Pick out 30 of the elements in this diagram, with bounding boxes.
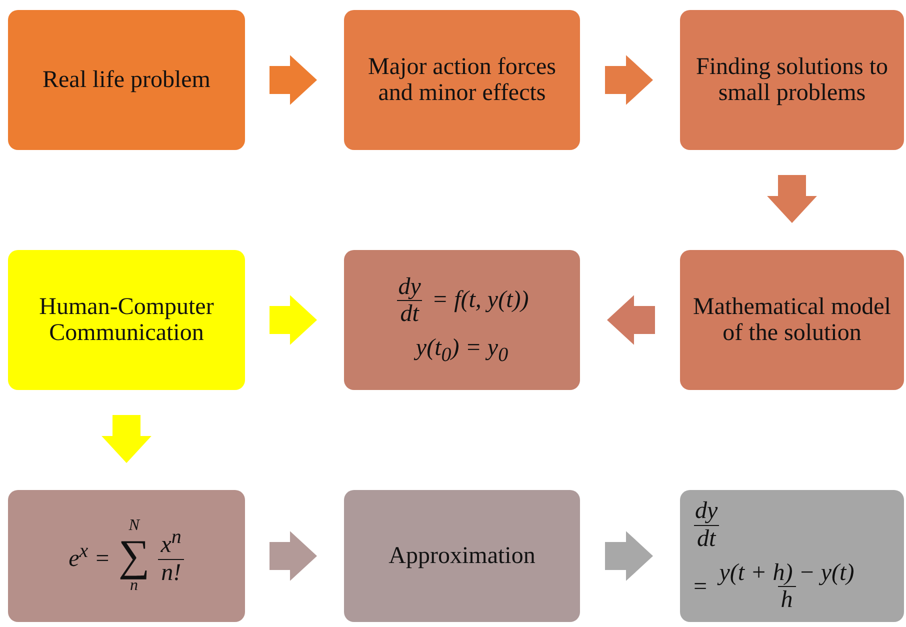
process-box	[344, 490, 580, 622]
sum-lower-index: n	[130, 578, 138, 594]
process-box	[344, 250, 580, 390]
process-box	[680, 10, 904, 150]
node-text: Mathematical model of the solution	[692, 294, 892, 346]
math-text: =	[692, 574, 708, 600]
process-box	[680, 250, 904, 390]
summation-sign: ∑	[118, 534, 150, 578]
node-text: Approximation	[388, 542, 536, 570]
fraction-numerator: dy	[694, 498, 719, 525]
fraction-denominator: n!	[158, 558, 184, 586]
fraction-numerator: dy	[397, 274, 422, 300]
sum-upper-limit: N	[128, 518, 140, 534]
fraction-numerator: x$^{n}$	[160, 526, 182, 558]
node-text: Major action forces and minor effects	[367, 54, 557, 106]
math-text: e$^{x}$ =	[68, 540, 110, 572]
fraction-denominator: dt	[397, 300, 422, 328]
process-box	[344, 10, 580, 150]
fraction-denominator: dt	[694, 524, 719, 552]
process-box	[8, 250, 245, 390]
process-box	[8, 490, 245, 622]
node-text: Real life problem	[42, 66, 210, 94]
math-text: = f(t, y(t))	[432, 287, 529, 314]
node-text: Finding solutions to small problems	[694, 54, 890, 106]
process-box	[8, 10, 245, 150]
process-box	[680, 490, 904, 622]
math-text: y(t$_{0}$) = y$_{0}$	[416, 335, 508, 366]
node-text: Human-Computer Communication	[38, 294, 215, 346]
fraction-numerator: y(t + h) − y(t)	[716, 560, 856, 586]
fraction-denominator: h	[778, 586, 796, 614]
